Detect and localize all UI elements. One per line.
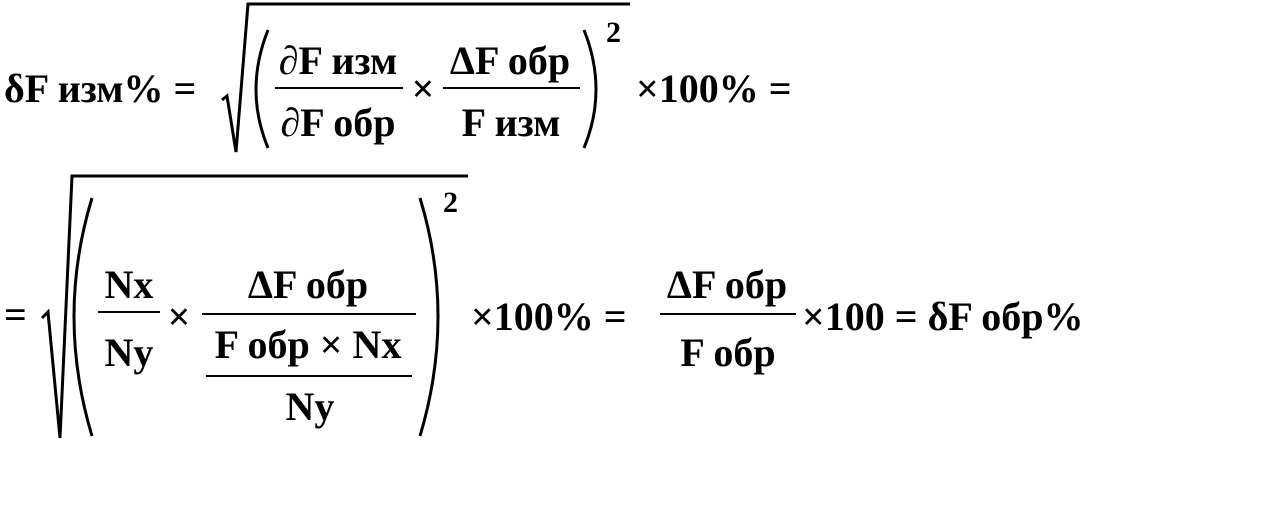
line1-times: × [412, 66, 435, 111]
line1-exponent: 2 [606, 16, 621, 49]
line2-fracb-numerator: ΔF обр [248, 262, 368, 307]
line1-frac1-numerator: ∂F изм [279, 38, 398, 83]
line2-right-paren [418, 197, 440, 437]
line2-fraca-denominator: Ny [105, 330, 154, 375]
line1-right-paren [582, 29, 598, 149]
line1-frac2-numerator: ΔF обр [450, 38, 570, 83]
line2-fracb-inner-denominator: Ny [286, 384, 335, 429]
line2-fracc-denominator: F обр [680, 330, 775, 375]
line2-mid: ×100% = [471, 294, 627, 339]
line2-tail: ×100 = δF обр% [802, 294, 1084, 339]
line2-exponent: 2 [443, 186, 458, 219]
line2-fracb-inner-numerator: F обр × Nx [215, 322, 402, 367]
line2-radical-sign [40, 174, 468, 439]
line1-left-paren [254, 29, 270, 149]
line2-fracc-numerator: ΔF обр [667, 262, 787, 307]
line2-eq-sign: = [4, 292, 27, 337]
line1-radical-sign [221, 2, 630, 153]
line2-left-paren [72, 197, 94, 437]
line1-frac2-denominator: F изм [462, 100, 561, 145]
line2-fraca-numerator: Nx [105, 262, 154, 307]
line1-frac1-denominator: ∂F обр [281, 100, 396, 145]
line2-times: × [168, 294, 191, 339]
line1-lhs: δF изм% = [4, 66, 196, 111]
line1-tail: ×100% = [636, 66, 792, 111]
